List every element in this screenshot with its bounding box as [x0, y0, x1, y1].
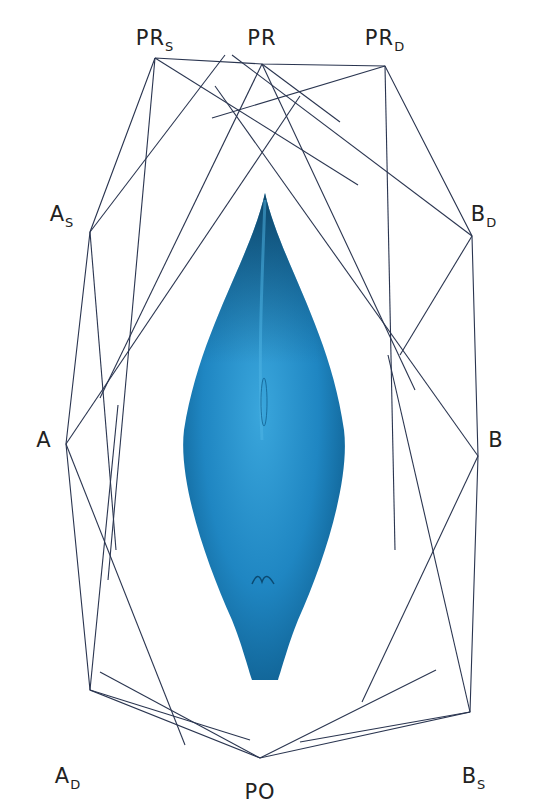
point-label: PR [245, 27, 278, 50]
point-label: PRD [363, 27, 407, 50]
point-label: AD [53, 765, 83, 788]
point-label: A [34, 429, 53, 452]
point-label: BS [460, 765, 489, 788]
point-label: PRS [134, 27, 177, 50]
point-label: B [486, 429, 505, 452]
point-label: PO [242, 781, 277, 804]
point-label: BD [469, 203, 499, 226]
spindle-body [183, 193, 345, 680]
point-label: AS [48, 203, 77, 226]
connection-lines [66, 55, 478, 758]
